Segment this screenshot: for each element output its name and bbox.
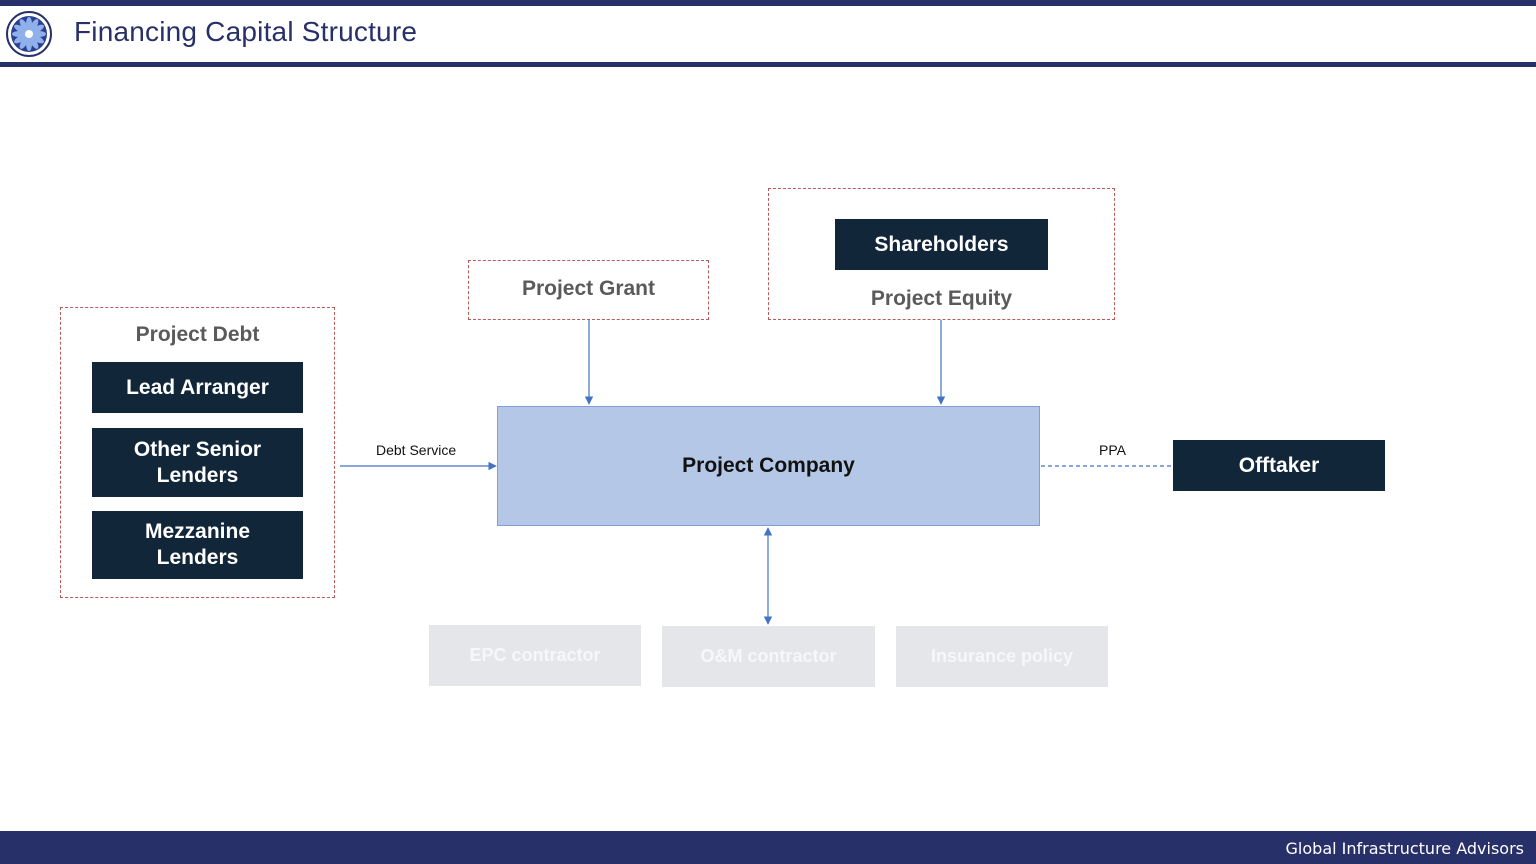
- project-equity-label: Project Equity: [870, 287, 1013, 310]
- lead-arranger-box[interactable]: Lead Arranger: [92, 362, 303, 413]
- mezzanine-lenders-box[interactable]: Mezzanine Lenders: [92, 511, 303, 579]
- project-debt-group: [60, 307, 335, 598]
- page-title: Financing Capital Structure: [74, 16, 418, 47]
- footer-company-name: Global Infrastructure Advisors: [1285, 839, 1524, 858]
- project-grant-group: [468, 260, 709, 320]
- project-grant-label: Project Grant: [521, 277, 656, 300]
- epc-contractor-box[interactable]: EPC contractor: [429, 625, 641, 686]
- top-rule: [0, 0, 1536, 6]
- ppa-label: PPA: [1099, 442, 1126, 458]
- header-rule: [0, 62, 1536, 67]
- offtaker-box[interactable]: Offtaker: [1173, 440, 1385, 491]
- shareholders-box[interactable]: Shareholders: [835, 219, 1048, 270]
- project-company-box[interactable]: Project Company: [497, 406, 1040, 526]
- footer-bar: Global Infrastructure Advisors: [0, 831, 1536, 864]
- other-senior-lenders-box[interactable]: Other Senior Lenders: [92, 428, 303, 497]
- logo-icon: [6, 11, 52, 57]
- insurance-policy-box[interactable]: Insurance policy: [896, 626, 1108, 687]
- project-debt-label: Project Debt: [135, 323, 260, 346]
- project-equity-group: [768, 188, 1115, 320]
- om-contractor-box[interactable]: O&M contractor: [662, 626, 875, 687]
- debt-service-label: Debt Service: [376, 442, 457, 458]
